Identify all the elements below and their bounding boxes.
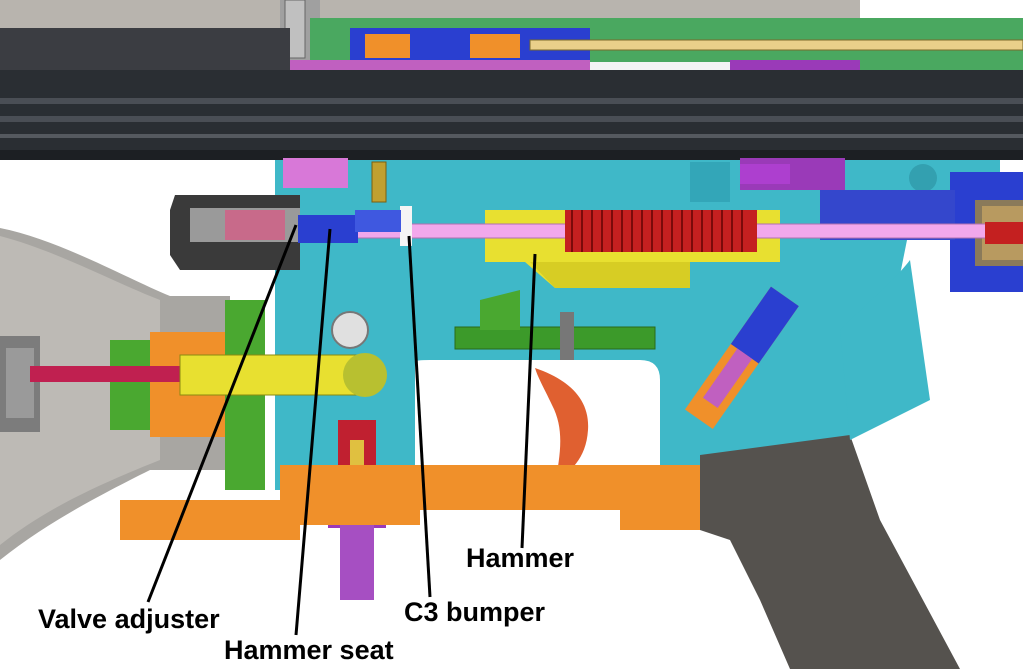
grip [700, 435, 960, 669]
valve-nozzle [170, 195, 300, 270]
label-hammer: Hammer [466, 543, 575, 573]
label-valve-adjuster: Valve adjuster [38, 604, 220, 634]
label-hammer-seat: Hammer seat [224, 635, 394, 665]
gold-screw [371, 161, 387, 203]
air-reservoir [0, 228, 230, 560]
trigger-guard-opening [415, 360, 660, 490]
trigger [535, 368, 589, 485]
hammer-spring [565, 210, 1023, 252]
barrel-shroud [0, 28, 1023, 160]
top-mechanism [280, 18, 1023, 76]
grip-top [840, 260, 930, 440]
label-c3-bumper: C3 bumper [404, 597, 546, 627]
lower-frame [120, 465, 700, 540]
valve-assembly [30, 300, 387, 490]
callout-leaders [146, 224, 537, 636]
regulator [684, 286, 799, 429]
